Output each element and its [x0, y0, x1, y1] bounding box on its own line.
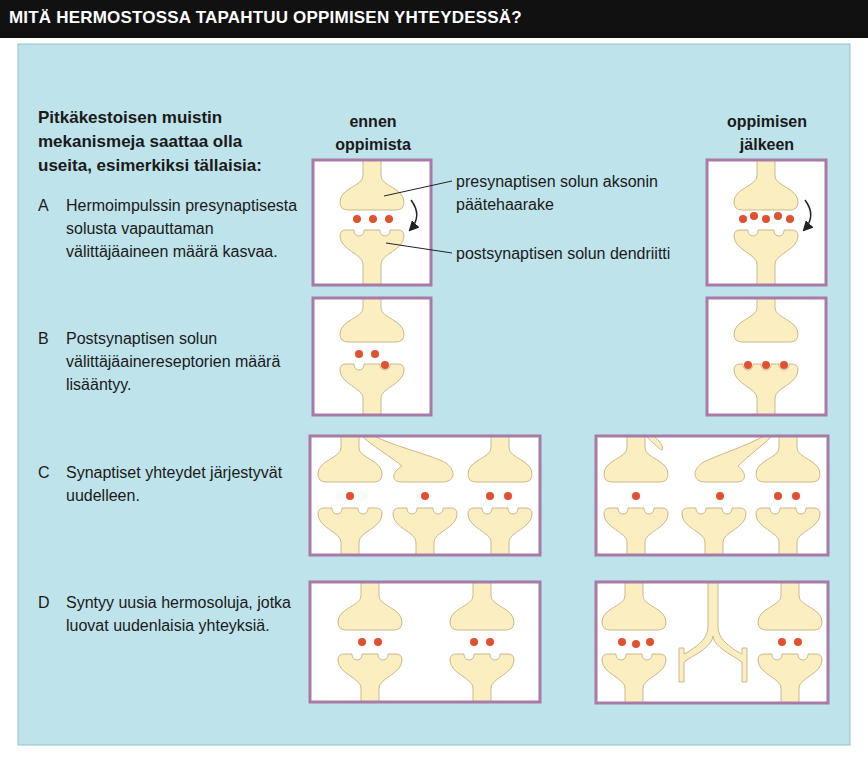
item-text: Postsynaptisen solun välittäjäaineresept…	[66, 327, 302, 396]
item-letter: B	[38, 327, 62, 350]
synapse-panel	[310, 540, 540, 754]
leader-line	[384, 181, 452, 196]
item-letter: C	[38, 461, 62, 484]
item-letter: A	[38, 194, 62, 217]
synapse-panel	[310, 392, 540, 608]
item-text: Hermoimpulssin presynaptisesta solusta v…	[66, 194, 302, 263]
background-panel	[18, 44, 850, 745]
column-heading: ennen oppimista	[312, 110, 434, 156]
synapse-panel	[596, 540, 828, 754]
synapse-panel	[313, 252, 431, 464]
title-bar	[0, 0, 868, 38]
item-text: Syntyy uusia hermosoluja, jotka luovat u…	[66, 591, 302, 637]
column-heading: oppimisen jälkeen	[700, 110, 834, 156]
intro-heading: Pitkäkestoisen muistin mekanismeja saatt…	[38, 106, 300, 178]
title: MITÄ HERMOSTOSSA TAPAHTUU OPPIMISEN YHTE…	[9, 8, 522, 28]
part-label: presynaptisen solun aksonin päätehaarake	[456, 170, 696, 216]
synapse-panel	[707, 252, 826, 464]
leader-line	[386, 243, 452, 253]
synapse-panel	[596, 392, 828, 608]
item-text: Synaptiset yhteydet järjestyvät uudellee…	[66, 461, 302, 507]
part-label: postsynaptisen solun dendriitti	[456, 242, 696, 265]
item-letter: D	[38, 591, 62, 614]
